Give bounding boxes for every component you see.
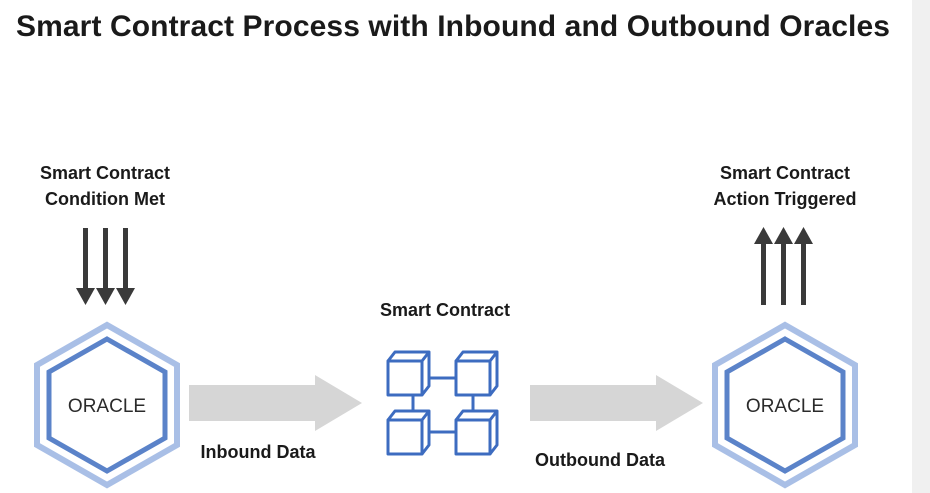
blockchain-icon xyxy=(386,350,499,456)
arrow-down-icon-group xyxy=(76,228,135,305)
action-caption-line2: Action Triggered xyxy=(713,189,857,209)
condition-caption-line2: Condition Met xyxy=(45,189,165,209)
inbound-oracle-label: ORACLE xyxy=(68,396,146,417)
arrow-down-icon xyxy=(76,228,95,305)
block-cube-top-left xyxy=(386,350,431,397)
arrow-down-icon xyxy=(116,228,135,305)
arrow-down-icon xyxy=(96,228,115,305)
outbound-oracle-label: ORACLE xyxy=(746,396,824,417)
outbound-arrow-right-icon xyxy=(530,375,703,431)
right-edge-strip xyxy=(912,0,930,493)
smart-contract-caption: Smart Contract xyxy=(379,300,511,320)
outbound-oracle-hexagon-icon: ORACLE xyxy=(712,321,858,489)
arrow-up-icon xyxy=(754,227,773,305)
inbound-arrow-right-icon xyxy=(189,375,362,431)
condition-met-caption: Smart Contract Condition Met xyxy=(20,160,190,212)
action-triggered-caption: Smart Contract Action Triggered xyxy=(700,160,870,212)
outbound-data-label: Outbound Data xyxy=(535,450,665,470)
page-title: Smart Contract Process with Inbound and … xyxy=(16,10,891,43)
arrow-up-icon-group xyxy=(754,227,813,305)
arrow-up-icon xyxy=(794,227,813,305)
condition-caption-line1: Smart Contract xyxy=(39,163,171,183)
block-cube-bottom-right xyxy=(454,409,499,456)
action-caption-line1: Smart Contract xyxy=(719,163,851,183)
inbound-data-label: Inbound Data xyxy=(200,442,316,462)
inbound-oracle-hexagon-icon: ORACLE xyxy=(34,321,180,489)
block-cube-top-right xyxy=(454,350,499,397)
block-cube-bottom-left xyxy=(386,409,431,456)
arrow-up-icon xyxy=(774,227,793,305)
